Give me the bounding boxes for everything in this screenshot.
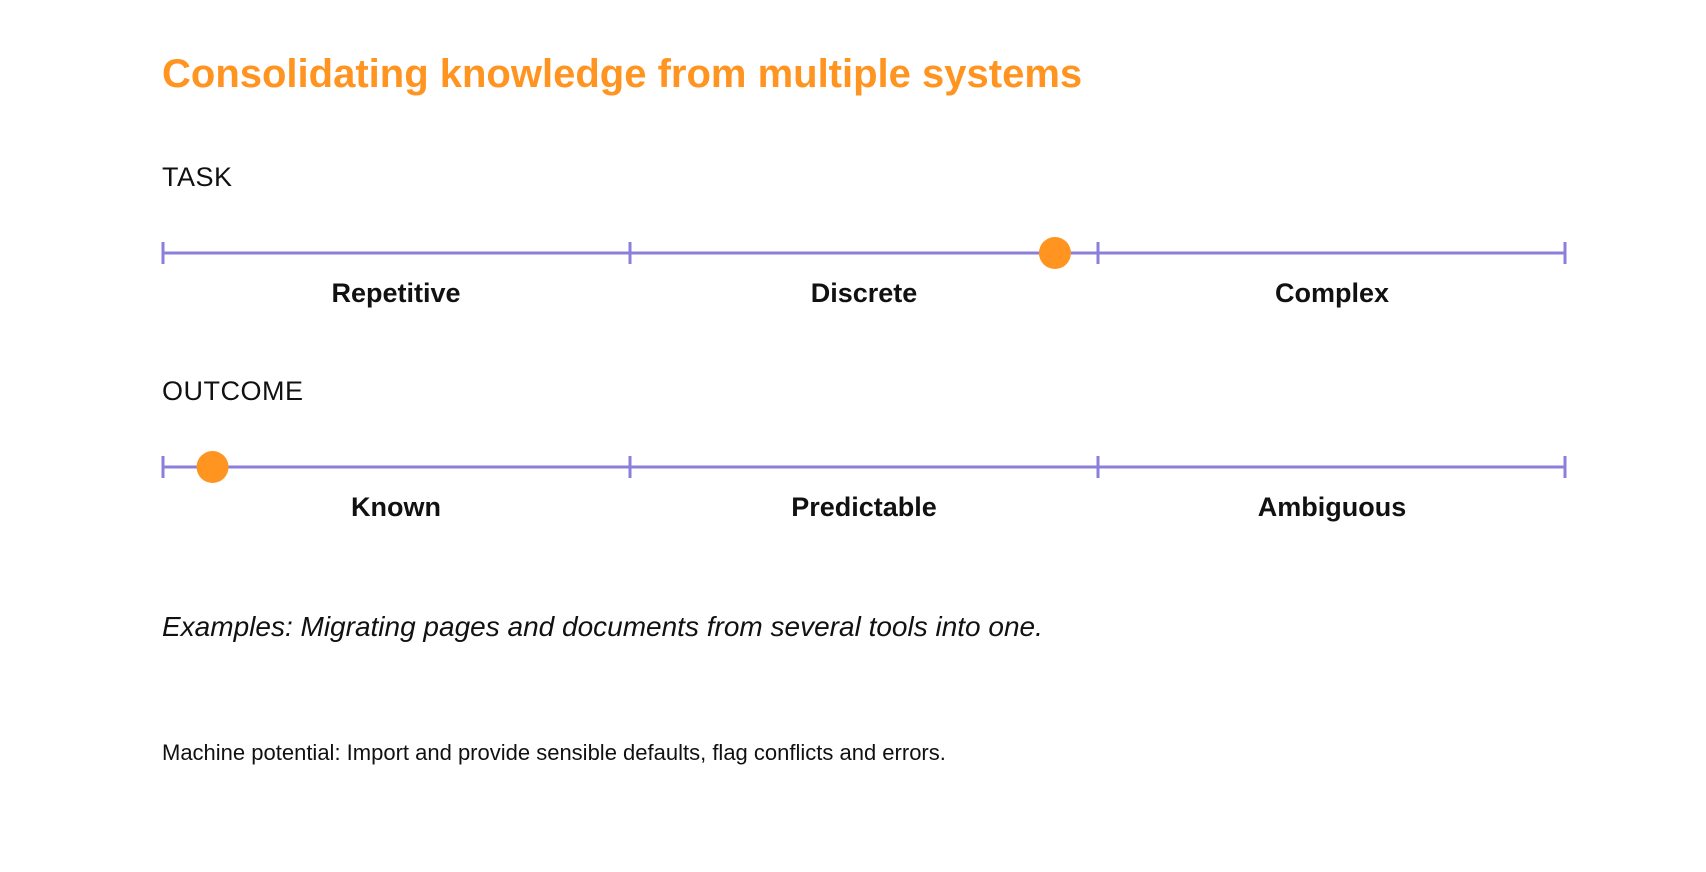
task-scale-line: [161, 237, 1567, 269]
task-segment-complex: Complex: [1274, 278, 1390, 308]
outcome-scale-line: [161, 451, 1567, 483]
task-segment-repetitive: Repetitive: [331, 278, 461, 308]
task-marker: [1038, 237, 1071, 269]
outcome-scale: Known Predictable Ambiguous: [161, 450, 1567, 530]
outcome-segment-known: Known: [351, 492, 441, 522]
outcome-label: OUTCOME: [162, 376, 304, 406]
task-scale: Repetitive Discrete Complex: [161, 236, 1567, 316]
task-label: TASK: [162, 162, 233, 192]
outcome-segment-predictable: Predictable: [791, 492, 937, 522]
examples-text: Examples: Migrating pages and documents …: [162, 611, 1043, 642]
page-title: Consolidating knowledge from multiple sy…: [162, 52, 1083, 96]
outcome-marker: [196, 451, 229, 483]
task-segment-discrete: Discrete: [810, 278, 918, 308]
outcome-segment-ambiguous: Ambiguous: [1257, 492, 1407, 522]
machine-potential-text: Machine potential: Import and provide se…: [162, 740, 946, 765]
